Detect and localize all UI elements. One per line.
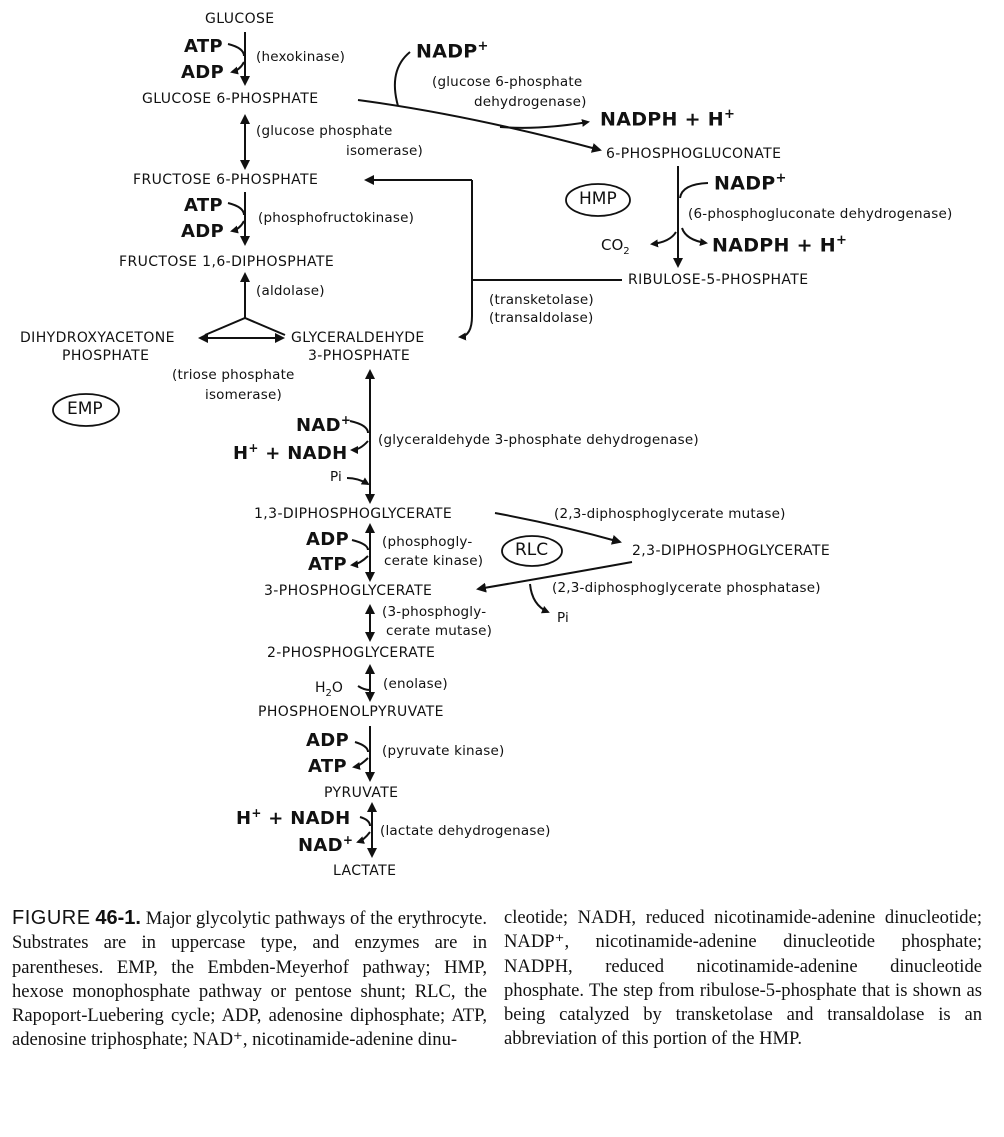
hmp-ellipse [565, 183, 631, 217]
substrate-23-dpg: 2,3-DIPHOSPHOGLYCERATE [632, 543, 831, 559]
substrate-g6p: GLUCOSE 6-PHOSPHATE [142, 91, 319, 107]
figure-label: FIGURE [12, 907, 91, 929]
substrate-6-phosphogluconate: 6-PHOSPHOGLUCONATE [606, 146, 782, 162]
cofactor-co2: CO2 [601, 236, 630, 257]
substrate-f6p: FRUCTOSE 6-PHOSPHATE [133, 172, 319, 188]
enzyme-gpi-line2: isomerase) [346, 143, 423, 159]
pathway-label-emp: EMP [67, 399, 103, 419]
enzyme-transketolase: (transketolase) [489, 292, 594, 308]
substrate-13-dpg: 1,3-DIPHOSPHOGLYCERATE [254, 506, 453, 522]
substrate-gap-line2: 3-PHOSPHATE [308, 348, 411, 364]
cofactor-adp-pk: ADP [306, 730, 349, 751]
pathway-label-hmp: HMP [579, 189, 617, 209]
substrate-gap-line1: GLYCERALDEHYDE [291, 330, 425, 346]
enzyme-pfk: (phosphofructokinase) [258, 210, 415, 226]
superscript-plus: + [342, 833, 354, 847]
cofactor-pi-phosphatase: Pi [557, 610, 569, 626]
cofactor-nad-ldh: NAD+ [298, 833, 354, 856]
superscript-plus: + [248, 441, 259, 455]
substrate-2pg: 2-PHOSPHOGLYCERATE [267, 645, 436, 661]
enzyme-gapdh: (glyceraldehyde 3-phosphate dehydrogenas… [378, 432, 699, 448]
cofactor-atp-pk: ATP [308, 756, 347, 777]
cofactor-atp-pfk: ATP [184, 195, 223, 216]
pathway-label-rlc: RLC [515, 540, 549, 560]
subscript-2: 2 [623, 246, 630, 257]
arrow-dpg-mutase [494, 512, 622, 545]
caption-text-col1: Major glycolytic pathways of the erythro… [12, 908, 488, 1051]
cofactor-nadp-g6pd: NADP+ [416, 39, 489, 63]
enzyme-transaldolase: (transaldolase) [489, 310, 594, 326]
cofactor-adp-hexokinase: ADP [181, 62, 224, 83]
superscript-plus: + [835, 233, 848, 248]
cofactor-atp-pgk: ATP [308, 554, 347, 575]
enzyme-pyruvate-kinase: (pyruvate kinase) [382, 743, 505, 759]
enzyme-hexokinase: (hexokinase) [256, 49, 346, 65]
cofactor-nadph-pgd: NADPH + H+ [712, 233, 848, 257]
substrate-dhap-line1: DIHYDROXYACETONE [20, 330, 175, 346]
superscript-plus: + [340, 413, 352, 427]
superscript-plus: + [723, 107, 736, 122]
enzyme-tpi-line1: (triose phosphate [172, 367, 295, 383]
substrate-pyruvate: PYRUVATE [324, 785, 399, 801]
substrate-glucose: GLUCOSE [205, 11, 275, 27]
cofactor-adp-pgk: ADP [306, 529, 349, 550]
figure-number: 46-1. [95, 907, 141, 929]
enzyme-g6pd-line1: (glucose 6-phosphate [432, 74, 583, 90]
enzyme-pgk-line2: cerate kinase) [384, 553, 484, 569]
subscript-2: 2 [325, 687, 332, 699]
substrate-pep: PHOSPHOENOLPYRUVATE [258, 704, 444, 720]
figure-caption-col1: FIGURE 46-1. Major glycolytic pathways o… [12, 906, 487, 1053]
substrate-ribulose-5-phosphate: RIBULOSE-5-PHOSPHATE [628, 272, 809, 288]
cofactor-atp-hexokinase: ATP [184, 36, 223, 57]
enzyme-ldh: (lactate dehydrogenase) [380, 823, 551, 839]
enzyme-pgk-line1: (phosphogly- [382, 534, 473, 550]
cofactor-pi-gapdh: Pi [330, 469, 342, 485]
emp-ellipse [52, 393, 120, 427]
enzyme-dpg-phosphatase: (2,3-diphosphoglycerate phosphatase) [552, 580, 821, 596]
substrate-lactate: LACTATE [333, 863, 397, 879]
enzyme-dpg-mutase: (2,3-diphosphoglycerate mutase) [554, 506, 786, 522]
enzyme-pgm-line2: cerate mutase) [386, 623, 493, 639]
superscript-plus: + [477, 39, 489, 54]
superscript-plus: + [775, 171, 787, 186]
substrate-fdp: FRUCTOSE 1,6-DIPHOSPHATE [119, 254, 335, 270]
cofactor-nadp-pgd: NADP+ [714, 171, 787, 195]
enzyme-g6pd-line2: dehydrogenase) [474, 94, 587, 110]
enzyme-enolase: (enolase) [383, 676, 448, 692]
figure-caption-col2: cleotide; NADH, reduced nicotinamide-ade… [504, 907, 982, 1050]
arrow-g6pd [357, 99, 602, 153]
cofactor-h-nadh-gapdh: H+ + NADH [233, 441, 348, 464]
cofactor-adp-pfk: ADP [181, 221, 224, 242]
substrate-dhap-line2: PHOSPHATE [62, 348, 150, 364]
enzyme-tpi-line2: isomerase) [205, 387, 282, 403]
substrate-3pg: 3-PHOSPHOGLYCERATE [264, 583, 433, 599]
enzyme-pgd: (6-phosphogluconate dehydrogenase) [688, 206, 953, 222]
superscript-plus: + [251, 806, 262, 820]
enzyme-gpi-line1: (glucose phosphate [256, 123, 393, 139]
enzyme-pgm-line1: (3-phosphogly- [382, 604, 487, 620]
cofactor-nadph-g6pd: NADPH + H+ [600, 107, 736, 131]
rlc-ellipse [501, 535, 563, 567]
enzyme-aldolase: (aldolase) [256, 283, 325, 299]
cofactor-h2o: H2O [315, 680, 343, 699]
arrow-dpg-phosphatase [476, 561, 633, 593]
cofactor-nad-gapdh: NAD+ [296, 413, 352, 436]
cofactor-h-nadh-ldh: H+ + NADH [236, 806, 351, 829]
